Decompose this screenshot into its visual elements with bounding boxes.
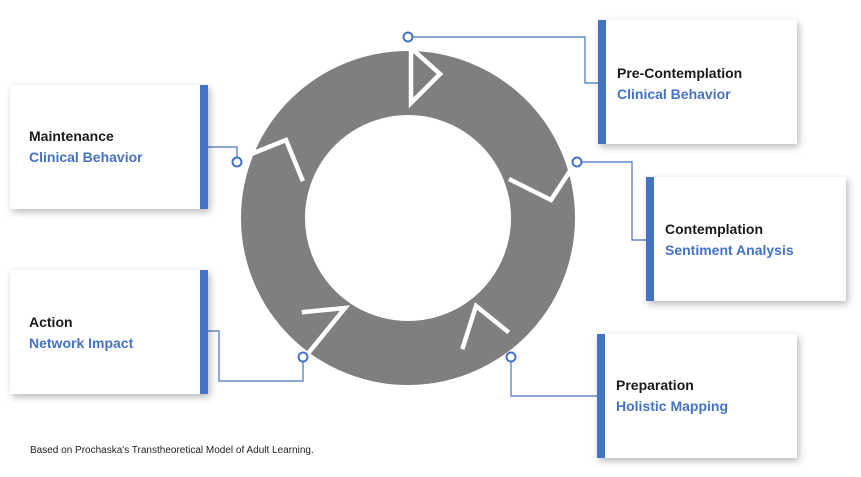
segment-separator-5 (241, 137, 305, 182)
stage-title: Maintenance (29, 128, 114, 144)
connector-dot-pre-contemplation (402, 31, 414, 43)
stage-card-accent-bar (646, 177, 654, 301)
stage-card-accent-bar (200, 270, 208, 394)
connector-dot-contemplation (571, 156, 583, 168)
stage-title: Pre-Contemplation (617, 65, 743, 81)
segment-separator-1 (407, 44, 444, 109)
segment-separator-2 (507, 167, 574, 203)
stage-card-maintenance: Maintenance Clinical Behavior (10, 85, 208, 209)
stage-subtitle: Clinical Behavior (29, 149, 143, 165)
connector-line-contemplation (577, 161, 646, 241)
connector-dot-preparation (505, 351, 517, 363)
stage-title: Contemplation (665, 221, 763, 237)
stage-card-preparation: Preparation Holistic Mapping (597, 334, 797, 458)
stage-card-contemplation: Contemplation Sentiment Analysis (646, 177, 846, 301)
segment-separator-4 (301, 305, 351, 360)
stage-card-pre-contemplation: Pre-Contemplation Clinical Behavior (598, 20, 797, 144)
stage-subtitle: Clinical Behavior (617, 86, 731, 102)
stage-card-accent-bar (200, 85, 208, 209)
connector-line-pre-contemplation (408, 36, 598, 84)
stage-subtitle: Network Impact (29, 335, 134, 351)
stage-subtitle: Sentiment Analysis (665, 242, 794, 258)
stage-title: Preparation (616, 377, 694, 393)
segment-separator-3 (460, 302, 511, 350)
stage-card-accent-bar (598, 20, 606, 144)
stage-subtitle: Holistic Mapping (616, 398, 728, 414)
connector-line-preparation (510, 357, 597, 397)
stage-card-accent-bar (597, 334, 605, 458)
cycle-ring (241, 51, 575, 385)
footnote: Based on Prochaska's Transtheoretical Mo… (30, 445, 314, 456)
connector-dot-action (297, 351, 309, 363)
connector-dot-maintenance (231, 156, 243, 168)
stage-card-action: Action Network Impact (10, 270, 208, 394)
connector-line-action (208, 330, 304, 382)
stage-title: Action (29, 314, 73, 330)
